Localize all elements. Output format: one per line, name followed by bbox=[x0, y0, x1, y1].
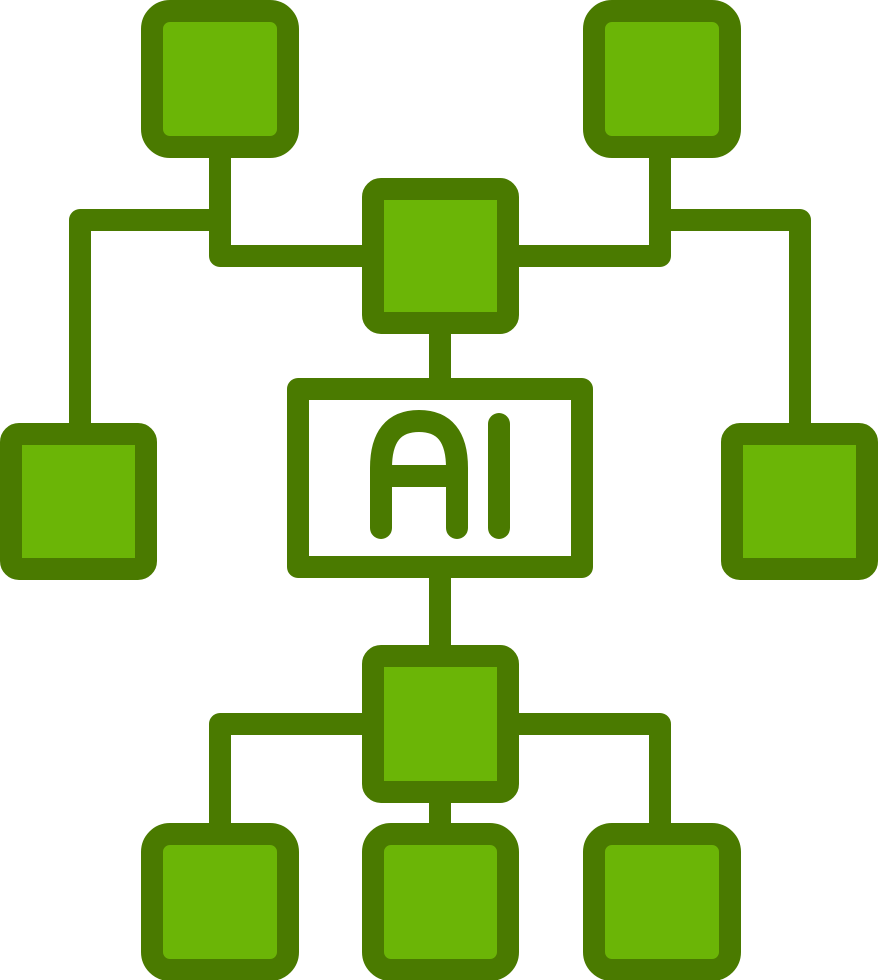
node-center-top bbox=[362, 178, 519, 334]
connector-top-right bbox=[497, 139, 671, 267]
ai-letter-a bbox=[370, 410, 468, 539]
node-left bbox=[0, 423, 157, 580]
node-bottom-left bbox=[141, 823, 299, 980]
node-top-left bbox=[141, 0, 299, 158]
ai-label-box: AI bbox=[287, 378, 593, 578]
node-top-right bbox=[583, 0, 741, 158]
node-right bbox=[721, 423, 878, 580]
connector-bottom-left bbox=[209, 713, 383, 845]
node-center-bottom bbox=[362, 645, 519, 803]
connector-left bbox=[69, 209, 231, 443]
node-bottom-middle bbox=[362, 823, 519, 980]
node-bottom-right bbox=[583, 823, 741, 980]
connector-top-left bbox=[209, 139, 383, 267]
connector-bottom-right bbox=[497, 713, 671, 845]
connector-right bbox=[649, 209, 811, 443]
connector-lines bbox=[69, 139, 811, 845]
